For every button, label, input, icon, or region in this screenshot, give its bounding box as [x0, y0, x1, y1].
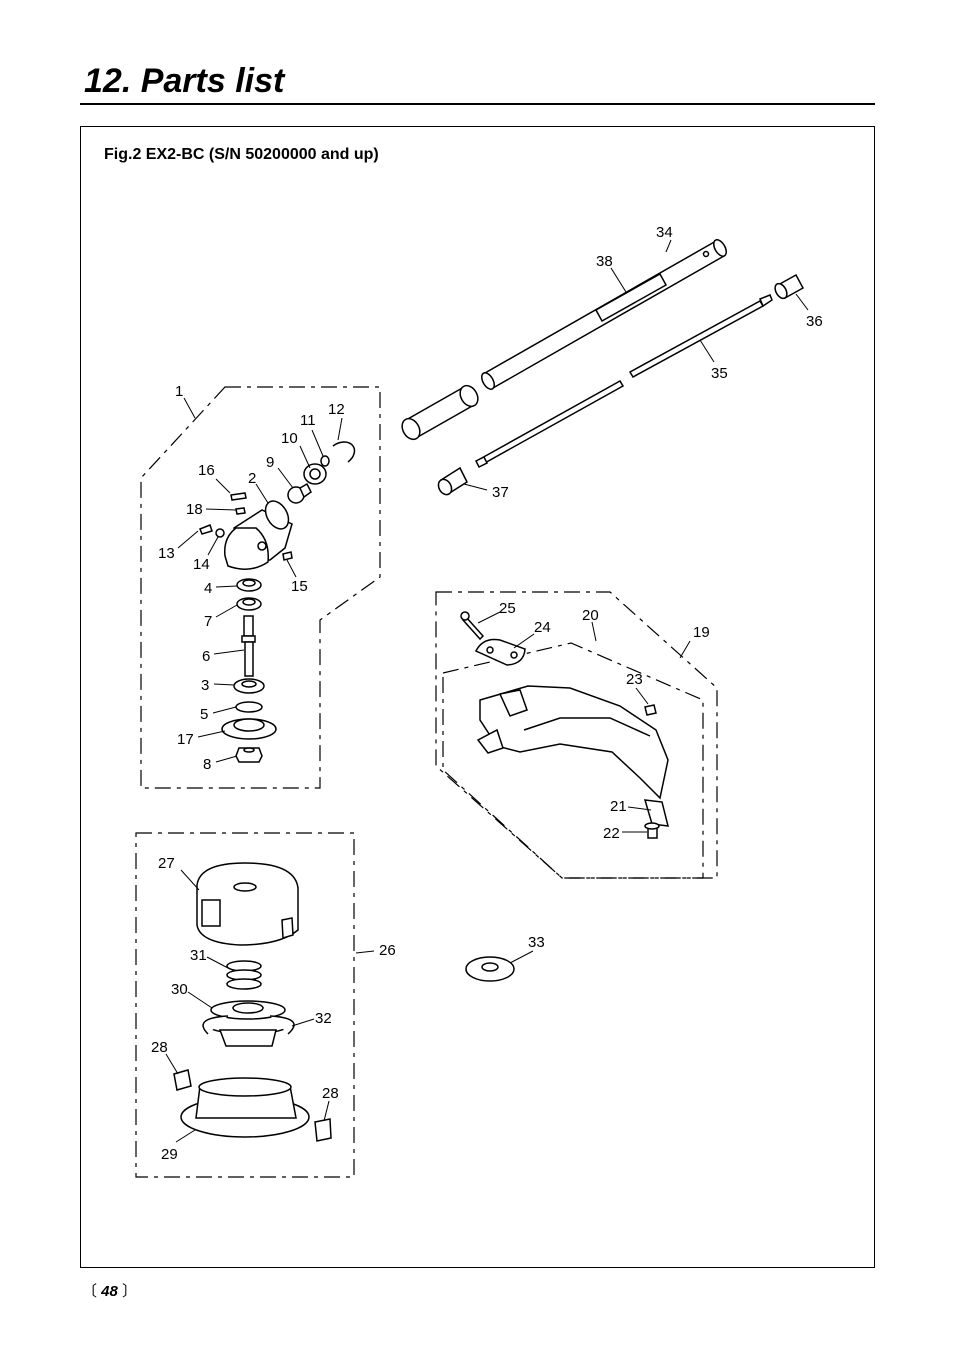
- guard-20: [476, 685, 669, 800]
- callout-14: 14: [193, 556, 210, 573]
- callout-26: 26: [379, 942, 396, 959]
- eyelet-28b: [314, 1118, 332, 1142]
- page-number: 〔 48 〕: [82, 1283, 138, 1300]
- callout-35: 35: [711, 365, 728, 382]
- short-pipe: [401, 384, 479, 441]
- callout-27: 27: [158, 855, 175, 872]
- gear-case: [223, 500, 293, 570]
- callout-12: 12: [328, 401, 345, 418]
- group-boundary-guard-inner: [442, 642, 704, 879]
- callout-30: 30: [171, 981, 188, 998]
- screw-22: [644, 822, 660, 839]
- callout-21: 21: [610, 798, 627, 815]
- callout-29: 29: [161, 1146, 178, 1163]
- shaft-6: [241, 615, 256, 677]
- bushing-bottom: [437, 466, 468, 496]
- plate-21: [643, 799, 669, 827]
- spring-31: [226, 960, 262, 990]
- ring-5: [235, 701, 263, 713]
- callout-10: 10: [281, 430, 298, 447]
- callout-36: 36: [806, 313, 823, 330]
- callout-18: 18: [186, 501, 203, 518]
- screw-13: [199, 524, 213, 535]
- washer-11: [320, 455, 330, 467]
- clamp-24: [474, 638, 526, 666]
- circlip: [332, 441, 356, 463]
- callout-28-left: 28: [151, 1039, 168, 1056]
- eyelet-28a: [173, 1069, 192, 1091]
- cover-27: [196, 862, 299, 946]
- bolt-25: [460, 611, 485, 641]
- callout-33: 33: [528, 934, 545, 951]
- page-title: 12. Parts list: [84, 62, 285, 100]
- bushing-top: [774, 273, 805, 300]
- callout-7: 7: [204, 613, 212, 630]
- callout-17: 17: [177, 731, 194, 748]
- callout-8: 8: [203, 756, 211, 773]
- screw-15: [282, 551, 293, 561]
- callout-2: 2: [248, 470, 256, 487]
- group-boundary-guard: [435, 591, 718, 879]
- callout-13: 13: [158, 545, 175, 562]
- washer-14: [215, 528, 225, 538]
- callout-16: 16: [198, 462, 215, 479]
- bolt-18: [235, 507, 246, 515]
- callout-11: 11: [300, 412, 316, 429]
- bolt-16: [230, 492, 247, 501]
- callout-23: 23: [626, 671, 643, 688]
- drive-shaft: [474, 294, 773, 469]
- main-pipe: [481, 239, 727, 390]
- callout-32: 32: [315, 1010, 332, 1027]
- callout-20: 20: [582, 607, 599, 624]
- callout-19: 19: [693, 624, 710, 641]
- washer-33: [465, 956, 515, 982]
- figure-frame: [80, 126, 875, 1268]
- callout-34: 34: [656, 224, 673, 241]
- callout-3: 3: [201, 677, 209, 694]
- figure-caption: Fig.2 EX2-BC (S/N 50200000 and up): [104, 146, 379, 163]
- title-rule: [80, 103, 875, 105]
- bearing-4: [236, 578, 262, 592]
- seal-7: [236, 597, 262, 611]
- holder-17: [221, 718, 277, 740]
- line-32-right: [269, 1015, 295, 1035]
- callout-5: 5: [200, 706, 208, 723]
- callout-24: 24: [534, 619, 551, 636]
- callout-25: 25: [499, 600, 516, 617]
- callout-22: 22: [603, 825, 620, 842]
- line-32-left: [202, 1015, 229, 1035]
- housing-29: [180, 1077, 310, 1138]
- group-boundary-gear-case: [140, 386, 381, 789]
- callout-15: 15: [291, 578, 308, 595]
- callout-9: 9: [266, 454, 274, 471]
- callout-37: 37: [492, 484, 509, 501]
- callout-4: 4: [204, 580, 212, 597]
- gear-9: [287, 482, 312, 504]
- bearing-10: [303, 463, 327, 485]
- callout-31: 31: [190, 947, 207, 964]
- spool-30: [205, 1000, 291, 1047]
- bearing-3: [233, 678, 265, 694]
- callout-1: 1: [175, 383, 183, 400]
- nut-23: [644, 704, 657, 716]
- callout-6: 6: [202, 648, 210, 665]
- nut-8: [235, 747, 263, 763]
- callout-28-right: 28: [322, 1085, 339, 1102]
- group-boundary-cutter-head: [135, 832, 355, 1178]
- callout-38: 38: [596, 253, 613, 270]
